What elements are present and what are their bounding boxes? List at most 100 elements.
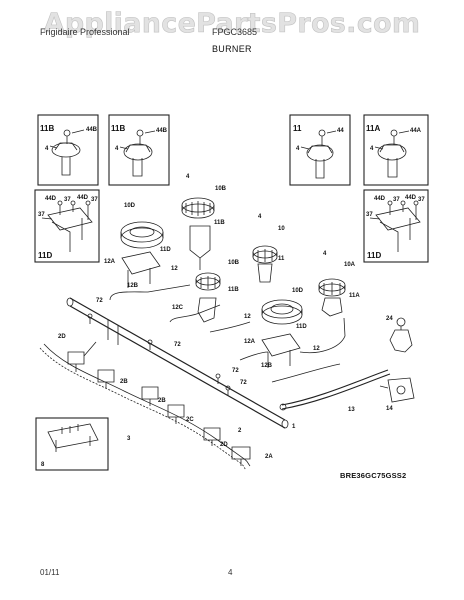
label-10a: 10A (344, 262, 356, 268)
label-11d-upper: 11D (160, 247, 171, 253)
box6-part-44d-b: 44D (405, 195, 417, 201)
burner-base-10d-center (261, 299, 303, 325)
label-72-d: 72 (240, 380, 247, 386)
box5-part-44d-b: 44D (77, 195, 89, 201)
box5-title: 11D (38, 251, 52, 260)
label-11d-center: 11D (296, 324, 307, 330)
label-72-c: 72 (232, 368, 239, 374)
label-11b-lower: 11B (228, 287, 239, 293)
watermark: AppliancePartsPros.com (43, 8, 421, 40)
screws-72 (87, 313, 231, 396)
box1-title: 11B (40, 124, 54, 133)
ignition-harness (39, 343, 251, 471)
box3-part-4: 4 (296, 146, 300, 152)
label-10b-upper: 10B (215, 186, 227, 192)
spark-module (35, 417, 109, 471)
label-2c: 2C (186, 417, 194, 423)
label-13: 13 (348, 407, 355, 413)
label-14: 14 (386, 406, 393, 412)
label-72-b: 72 (174, 342, 181, 348)
inset-box-11d-right (363, 189, 429, 263)
gas-tubes (109, 284, 346, 383)
label-12-mid: 12 (244, 314, 251, 320)
valve-2c (167, 404, 185, 424)
burner-cap-10a-right (318, 278, 346, 317)
label-12-upper: 12 (171, 266, 178, 272)
label-12b-lower: 12B (261, 363, 273, 369)
label-2d-left: 2D (58, 334, 66, 340)
inlet-tube-13 (279, 369, 391, 411)
box5-part-37-b: 37 (64, 197, 71, 203)
box6-part-37-b: 37 (393, 197, 400, 203)
label-2a: 2A (265, 454, 273, 460)
figure-code: BRE36GC75GSS2 (340, 471, 407, 480)
label-12-right: 12 (313, 346, 320, 352)
regulator-14 (379, 377, 415, 403)
valve-2b-left (97, 369, 115, 388)
pressure-regulator-24 (389, 317, 413, 353)
box4-title: 11A (366, 124, 380, 133)
label-4-left: 4 (186, 174, 190, 180)
label-10: 10 (278, 226, 285, 232)
label-2b-left: 2B (120, 379, 128, 385)
manifold-pipe (66, 297, 289, 429)
page-title: BURNER (212, 44, 252, 54)
box4-part-4: 4 (370, 146, 374, 152)
box5-part-44d-a: 44D (45, 196, 57, 202)
burner-assembly-11b (189, 225, 211, 270)
label-10b-lower: 10B (228, 260, 240, 266)
box4-part-44a: 44A (410, 128, 422, 134)
label-4-right: 4 (323, 251, 327, 257)
footer-page-number: 4 (228, 568, 233, 577)
burner-base-11d-center (261, 333, 301, 368)
valve-2b-center (141, 386, 159, 406)
burner-cap-10b-upper (181, 197, 215, 219)
label-11b-upper: 11B (214, 220, 225, 226)
label-72-a: 72 (96, 298, 103, 304)
label-3: 3 (127, 436, 131, 442)
box3-title: 11 (293, 124, 302, 133)
label-8: 8 (41, 462, 45, 468)
label-2b-center: 2B (158, 398, 166, 404)
label-11: 11 (278, 256, 285, 262)
burner-cap-10-mid (252, 245, 278, 283)
label-2: 2 (238, 428, 242, 434)
box1-part-44b: 44B (86, 127, 98, 133)
footer-date: 01/11 (40, 568, 60, 577)
label-11a: 11A (349, 293, 360, 299)
box2-part-4: 4 (115, 146, 119, 152)
header-publication-text: FPGC3685 (212, 27, 258, 37)
label-1: 1 (292, 424, 296, 430)
box1-part-4: 4 (45, 146, 49, 152)
label-2d-right: 2D (220, 442, 228, 448)
label-12b-upper: 12B (127, 283, 139, 289)
inset-box-11a (363, 114, 429, 186)
burner-base-11d-left (121, 251, 161, 288)
box6-part-37-a: 37 (366, 212, 373, 218)
box6-part-37-c: 37 (418, 197, 425, 203)
header-model-text: Frigidaire Professional (40, 27, 130, 37)
label-4-mid: 4 (258, 214, 262, 220)
box2-title: 11B (111, 124, 125, 133)
burner-base-10d-left (120, 221, 164, 249)
inset-box-11b-right (108, 114, 170, 186)
label-24: 24 (386, 316, 393, 322)
box2-part-44b: 44B (156, 128, 168, 134)
label-12a-lower: 12A (244, 339, 256, 345)
inset-box-11d-left (34, 189, 100, 263)
label-10d-left: 10D (124, 203, 136, 209)
valve-2a (231, 446, 251, 466)
burner-cap-10b-lower (195, 272, 221, 323)
inset-box-11 (289, 114, 351, 186)
box3-part-44: 44 (337, 128, 344, 134)
box6-part-44d-a: 44D (374, 196, 386, 202)
label-12a-upper: 12A (104, 259, 116, 265)
valve-2d-left (67, 341, 97, 372)
label-10d-center: 10D (292, 288, 304, 294)
label-12c: 12C (172, 305, 184, 311)
box5-part-37-c: 37 (91, 197, 98, 203)
box5-part-37-a: 37 (38, 212, 45, 218)
inset-box-11b-left (37, 114, 99, 186)
box6-title: 11D (367, 251, 381, 260)
